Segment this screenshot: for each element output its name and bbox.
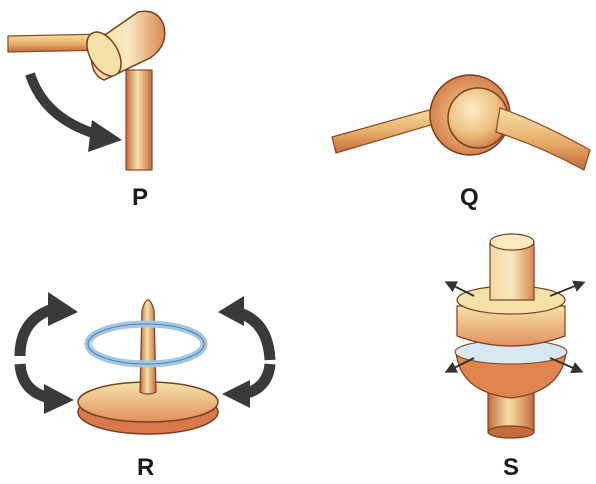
ball-socket-right-rod xyxy=(495,107,591,171)
ball-socket-left-rod xyxy=(331,106,445,154)
panel-label-r: R xyxy=(137,454,154,481)
panel-s-gliding-joint: S xyxy=(444,233,586,481)
panel-label-s: S xyxy=(503,454,519,481)
pivot-ring-inner xyxy=(87,323,205,365)
panel-p-hinge-joint: P xyxy=(7,10,166,211)
hinge-vertical-rod xyxy=(125,69,153,171)
gliding-lower-cylinder-bottom xyxy=(487,425,535,439)
hinge-rotation-arrow xyxy=(25,72,98,139)
hinge-rotation-arrowhead xyxy=(88,120,122,152)
panel-label-p: P xyxy=(132,184,148,211)
gliding-arrow-bottom-left xyxy=(444,357,475,373)
gliding-arrow-top-left xyxy=(444,281,475,297)
pivot-left-arrowhead-lower xyxy=(44,384,74,414)
panel-label-q: Q xyxy=(460,184,479,211)
panel-q-ball-socket-joint: Q xyxy=(331,74,591,211)
hinge-cylinder-end xyxy=(86,31,122,77)
pivot-left-arrowhead-upper xyxy=(48,292,78,326)
gliding-upper-cylinder-top xyxy=(489,233,535,251)
pivot-stem xyxy=(139,299,157,395)
pivot-right-arrowhead-lower xyxy=(222,380,250,408)
gliding-upper-disc-side xyxy=(456,305,566,347)
gliding-lower-bulge xyxy=(455,351,567,399)
pivot-right-arrowhead-upper xyxy=(218,296,244,326)
gliding-arrow-top-right xyxy=(549,280,586,297)
panel-r-pivot-joint: R xyxy=(14,292,276,481)
gliding-upper-cylinder xyxy=(489,241,535,301)
gliding-arrow-bottom-right xyxy=(549,357,584,374)
